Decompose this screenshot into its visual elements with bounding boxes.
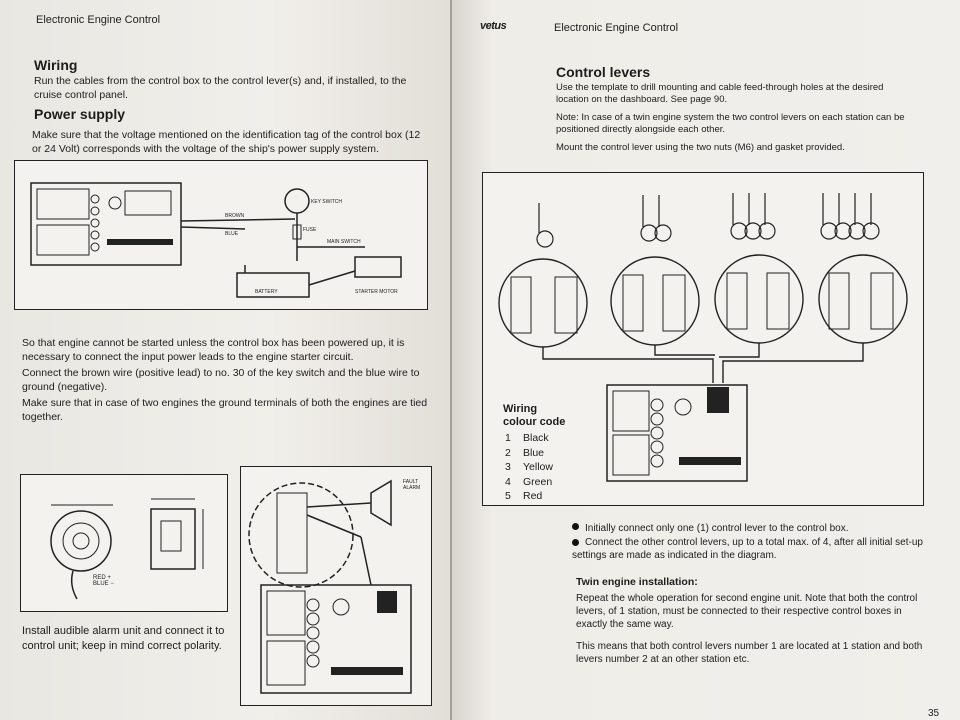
brown-wire-text: Connect the brown wire (positive lead) t… xyxy=(22,367,420,393)
battery-label: BATTERY xyxy=(255,289,278,295)
alarm-unit-drawing xyxy=(50,498,204,600)
vetus-logo: vetus xyxy=(480,20,507,32)
power-supply-heading: Power supply xyxy=(34,106,126,122)
bullet-item-1: Initially connect only one (1) control l… xyxy=(572,518,932,536)
power-supply-diagram: KEY SWITCH BROWN BLUE FUSE MAIN SWITCH B… xyxy=(14,160,428,310)
fault-alarm-diagram: FAULT ALARM xyxy=(240,466,432,706)
control-levers-text: Use the template to drill mounting and c… xyxy=(556,82,884,105)
bullet-item-2: Connect the other control levers, up to … xyxy=(572,537,923,561)
twin-engine-heading: Twin engine installation: xyxy=(576,576,698,588)
wiring-colour-code-title: Wiring colour code xyxy=(503,403,566,428)
twin-note-text: Note: In case of a twin engine system th… xyxy=(556,112,905,135)
brown-wire-label: BROWN xyxy=(225,213,245,219)
starter-motor-label: STARTER MOTOR xyxy=(355,289,398,295)
left-page: Electronic Engine Control Wiring Run the… xyxy=(0,0,450,720)
wiring-text: Run the cables from the control box to t… xyxy=(34,75,407,101)
left-header: Electronic Engine Control xyxy=(36,14,161,26)
alarm-polarity-label: RED + BLUE − xyxy=(93,575,114,587)
alarm-install-text: Install audible alarm unit and connect i… xyxy=(22,625,225,652)
right-page: vetus Electronic Engine Control Control … xyxy=(452,0,960,720)
power-supply-drawing xyxy=(30,182,402,298)
bullet-icon xyxy=(572,523,579,531)
ground-text: Make sure that in case of two engines th… xyxy=(22,397,428,423)
right-header: Electronic Engine Control xyxy=(554,22,679,34)
wiring-heading: Wiring xyxy=(34,57,78,73)
engine-start-text: So that engine cannot be started unless … xyxy=(22,337,405,363)
book-gutter xyxy=(446,0,456,720)
control-levers-heading: Control levers xyxy=(556,64,651,80)
power-supply-text: Make sure that the voltage mentioned on … xyxy=(32,129,421,155)
twin-engine-text-1: Repeat the whole operation for second en… xyxy=(576,593,918,630)
fuse-label: FUSE xyxy=(303,227,317,233)
bullet-icon xyxy=(572,538,579,546)
fault-alarm-drawing xyxy=(248,479,412,694)
mount-text: Mount the control lever using the two nu… xyxy=(556,142,845,153)
control-lever-drawing xyxy=(498,193,908,482)
alarm-unit-diagram: RED + BLUE − xyxy=(20,474,228,612)
main-switch-label: MAIN SWITCH xyxy=(327,239,361,245)
blue-wire-label: BLUE xyxy=(225,231,239,237)
fault-alarm-label: FAULT ALARM xyxy=(403,479,421,491)
page-number: 35 xyxy=(928,708,940,719)
key-switch-label: KEY SWITCH xyxy=(311,199,343,205)
twin-engine-text-2: This means that both control levers numb… xyxy=(576,641,923,665)
